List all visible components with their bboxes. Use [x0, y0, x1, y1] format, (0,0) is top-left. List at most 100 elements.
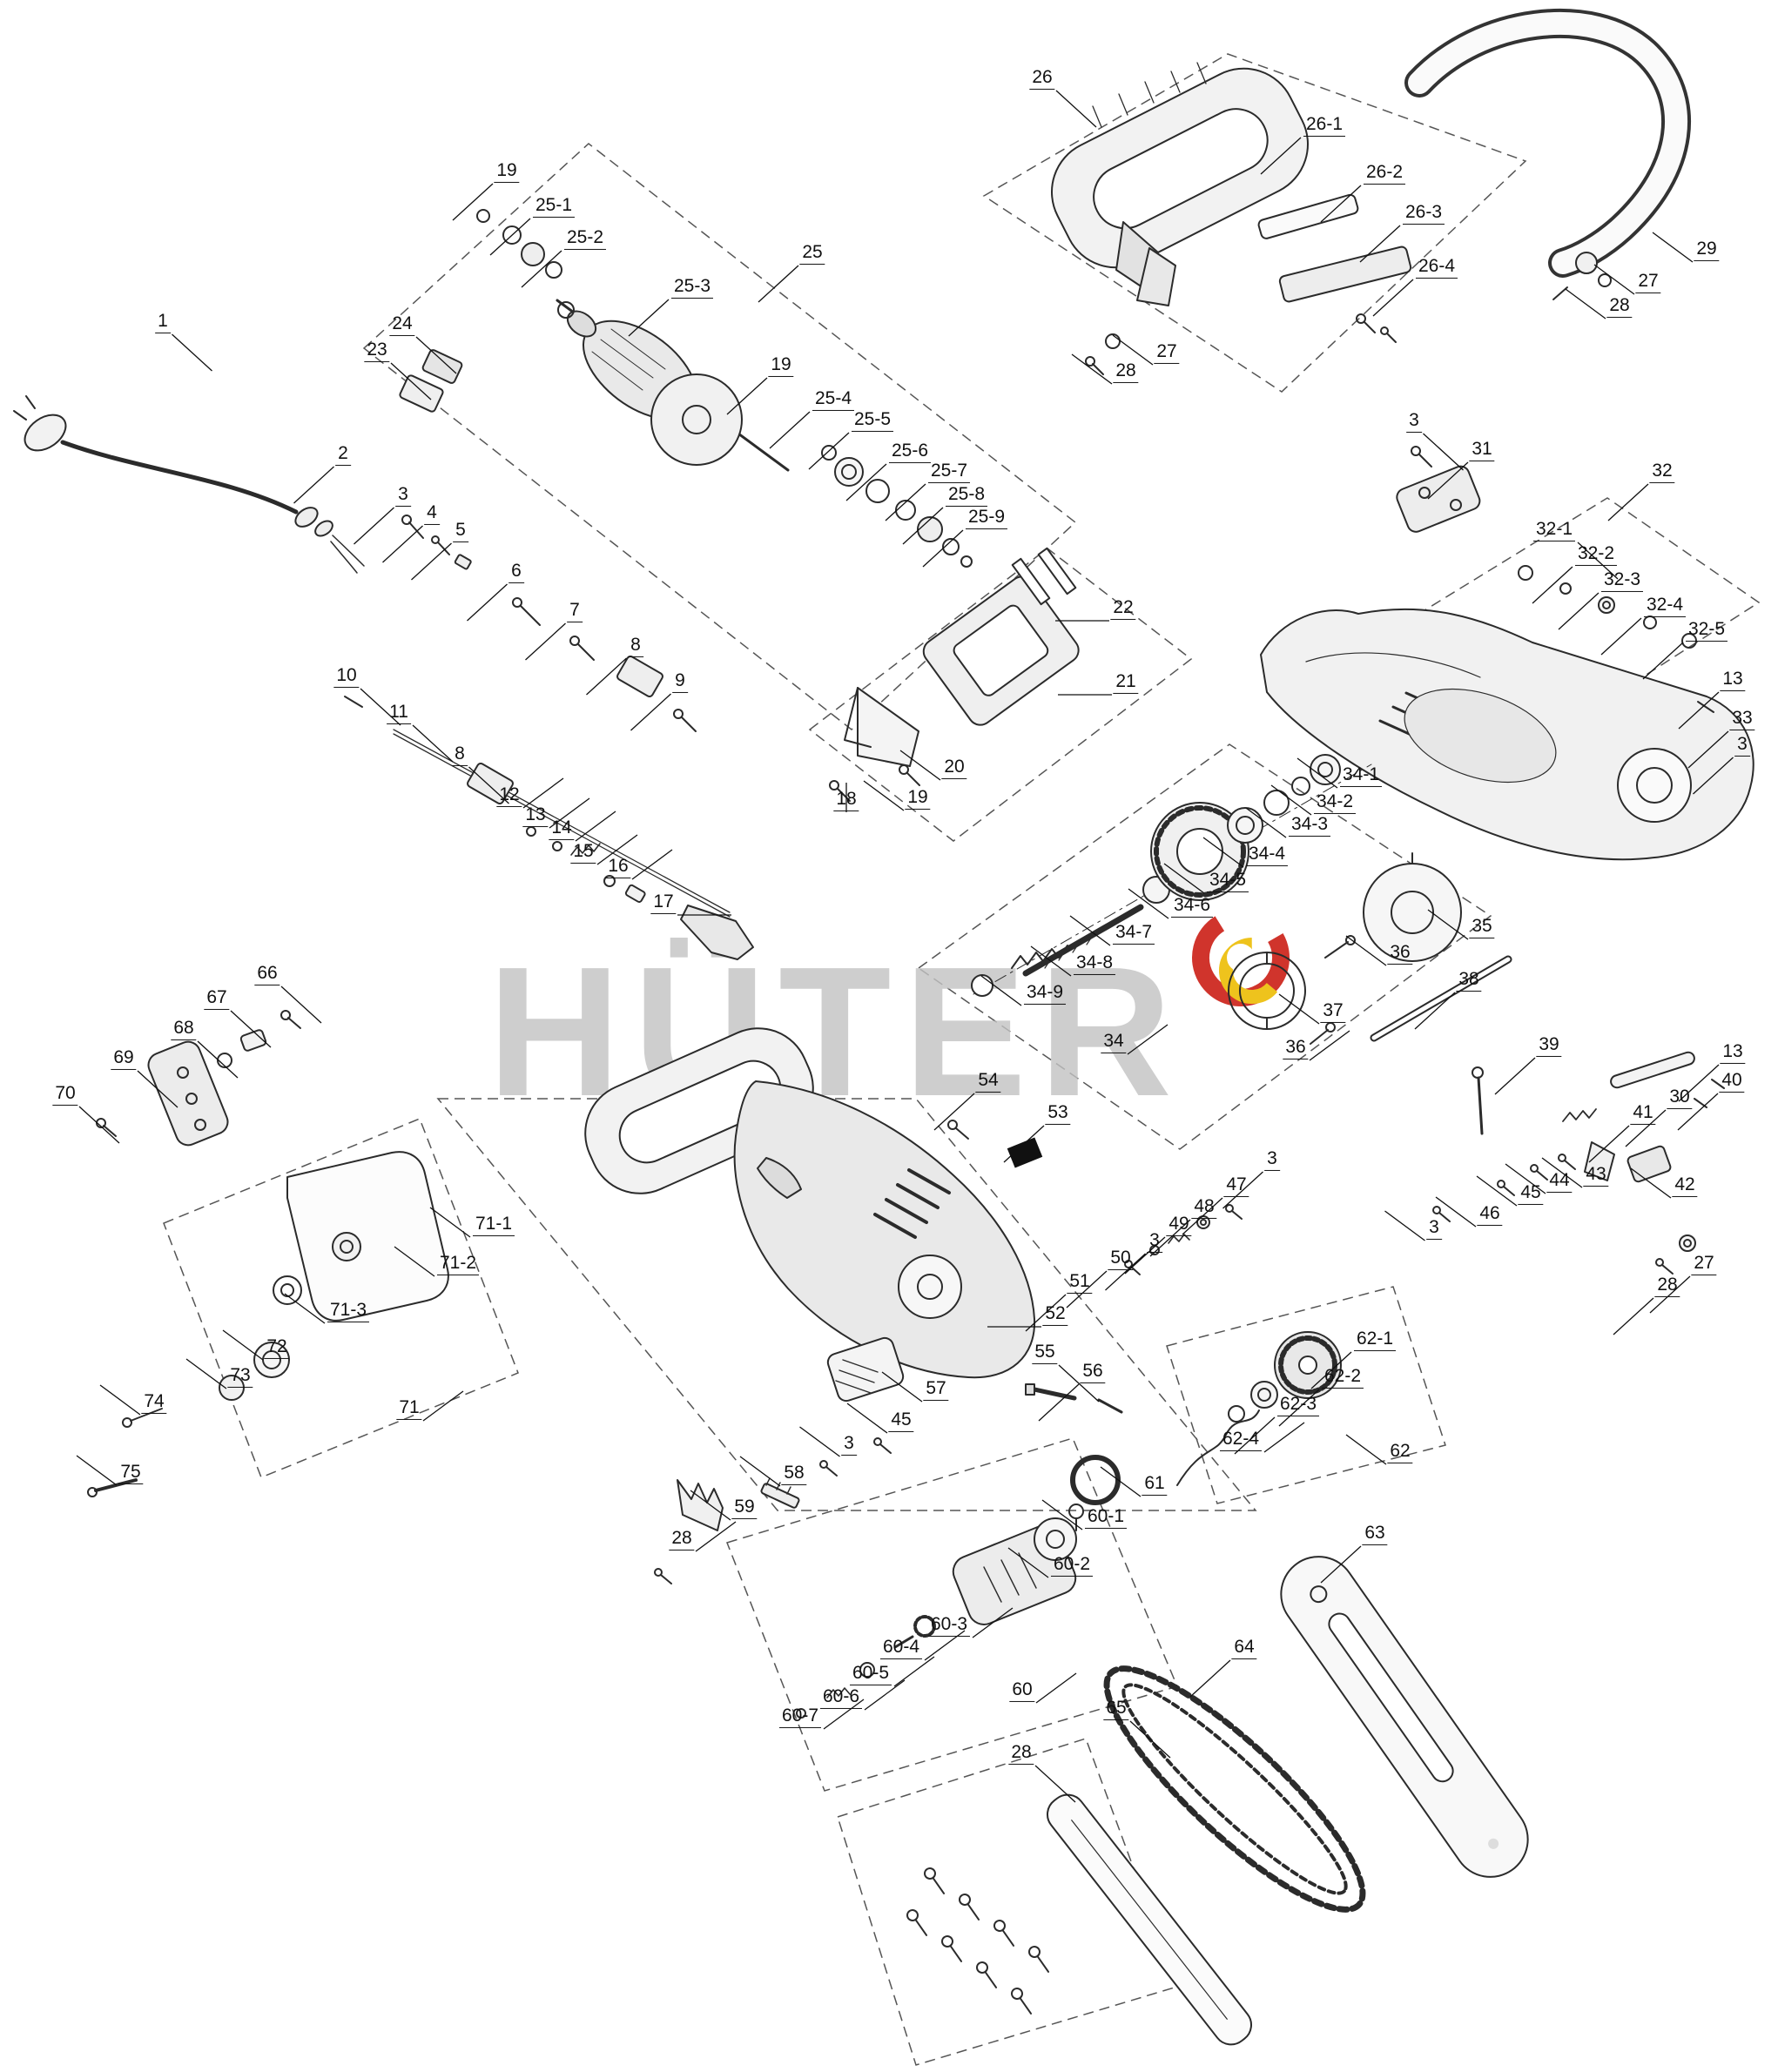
leader-line-19	[863, 780, 905, 811]
leader-line-55	[1058, 1364, 1100, 1403]
leader-line-3	[1222, 1171, 1263, 1209]
side-bracket-shape	[96, 1010, 301, 1147]
leader-line-74	[99, 1384, 141, 1416]
leader-line-34-3	[1245, 807, 1287, 838]
leader-line-30	[1625, 1109, 1667, 1147]
leader-line-3	[354, 507, 394, 545]
main-body-shape	[584, 1027, 1243, 1584]
leader-line-60	[1035, 1672, 1077, 1704]
leader-line-35	[1427, 909, 1469, 940]
leader-line-72	[222, 1329, 264, 1361]
leader-line-60-1	[1041, 1499, 1083, 1530]
leader-line-41	[1588, 1125, 1630, 1163]
leader-line-45	[1476, 1175, 1518, 1207]
brand-logo-swirl-icon	[1192, 909, 1290, 1006]
leader-line-16	[631, 849, 673, 880]
leader-line-67	[230, 1010, 272, 1048]
saw-chain-shape	[1103, 1665, 1366, 1913]
leader-line-13	[1678, 1064, 1720, 1102]
leader-line-25	[758, 265, 799, 303]
leader-line-71-3	[284, 1293, 326, 1324]
leader-line-6	[467, 583, 508, 622]
leader-line-42	[1630, 1167, 1672, 1199]
leader-line-25-3	[628, 299, 670, 337]
leader-line-26-4	[1372, 279, 1414, 317]
leader-line-60-7	[823, 1699, 865, 1730]
leader-line-15	[596, 834, 638, 865]
leader-line-65	[1129, 1720, 1171, 1759]
leader-line-11	[412, 724, 454, 763]
leader-line-34-7	[1069, 915, 1111, 946]
leader-line-71-2	[394, 1246, 435, 1277]
stator-bracket-shape	[829, 547, 1080, 802]
leader-line-60-4	[924, 1630, 966, 1661]
mounting-screws-shape	[906, 1867, 1050, 2015]
leader-line-58	[739, 1456, 781, 1487]
leader-line-62-3	[1234, 1416, 1276, 1455]
leader-line-62-1	[1310, 1351, 1352, 1389]
leader-line-33	[1687, 730, 1729, 769]
leader-line-20	[899, 750, 941, 781]
leader-line-9	[630, 693, 671, 731]
armature-shape	[399, 209, 973, 568]
leader-line-26	[1055, 90, 1097, 128]
leader-line-19	[452, 183, 494, 221]
leader-line-1	[172, 333, 212, 372]
leader-line-32-5	[1642, 642, 1684, 680]
leader-line-39	[1494, 1057, 1536, 1095]
leader-line-70	[78, 1106, 120, 1144]
leader-line-62-4	[1263, 1422, 1305, 1453]
leader-line-27	[1112, 334, 1154, 366]
leader-line-36	[1345, 935, 1387, 966]
top-handle-shape	[1050, 62, 1412, 375]
leader-line-63	[1320, 1545, 1362, 1584]
leader-line-50	[1066, 1270, 1108, 1308]
leader-line-61	[1100, 1466, 1142, 1497]
leader-line-23	[390, 362, 432, 400]
leader-line-68	[197, 1040, 239, 1079]
leader-line-75	[76, 1455, 118, 1486]
leader-line-46	[1435, 1196, 1477, 1228]
leader-line-73	[185, 1358, 227, 1389]
leader-line-54	[933, 1093, 975, 1131]
leader-line-40	[1677, 1093, 1719, 1131]
leader-line-32-2	[1532, 566, 1573, 604]
leader-line-3	[1105, 1253, 1146, 1291]
leader-line-69	[137, 1070, 178, 1108]
leader-line-37	[1278, 993, 1320, 1025]
leader-line-71-1	[429, 1207, 471, 1238]
leader-line-28	[1034, 1765, 1076, 1803]
leader-line-32-4	[1600, 617, 1642, 656]
leader-line-60-3	[972, 1607, 1014, 1638]
leader-line-28	[1071, 353, 1113, 385]
leader-line-59	[690, 1490, 731, 1521]
leader-line-51	[1025, 1294, 1067, 1332]
leader-line-34-9	[980, 975, 1022, 1006]
leader-line-53	[1003, 1125, 1045, 1163]
leader-line-27	[1593, 264, 1635, 295]
leader-line-34-2	[1270, 784, 1312, 816]
bar-cover-strip-shape	[1046, 1793, 1253, 2046]
leader-line-5	[411, 542, 452, 581]
motor-housing-right-shape	[1260, 446, 1754, 861]
leader-line-26-2	[1320, 185, 1362, 223]
gear-assembly-shape	[971, 754, 1372, 997]
leader-line-28	[695, 1521, 737, 1552]
power-plug-cord-shape	[13, 395, 365, 574]
leader-line-28	[1565, 288, 1606, 320]
leader-line-43	[1541, 1157, 1583, 1188]
leader-line-62-2	[1278, 1389, 1320, 1427]
front-handle-shape	[1404, 9, 1692, 300]
leader-line-44	[1505, 1163, 1546, 1194]
leader-line-8	[586, 657, 627, 696]
leader-line-4	[382, 525, 423, 563]
leader-line-57	[881, 1371, 923, 1403]
leader-line-24	[415, 336, 457, 374]
leader-line-26-1	[1260, 137, 1302, 175]
leader-line-56	[1038, 1383, 1080, 1422]
guide-bar-shape	[1280, 1556, 1529, 1878]
leader-line-66	[280, 986, 322, 1024]
leader-line-8	[468, 766, 509, 804]
